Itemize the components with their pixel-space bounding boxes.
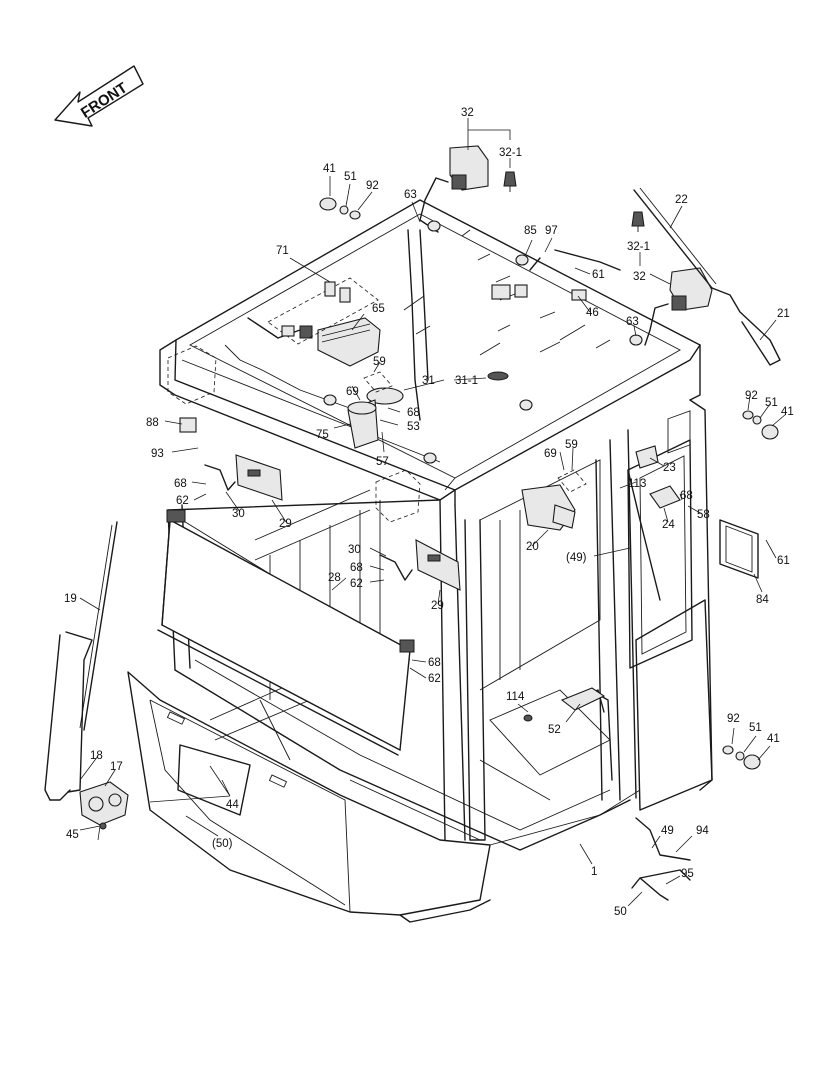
callout-59: 59 (565, 439, 578, 451)
work-lamps (419, 145, 713, 346)
callout-51: 51 (749, 722, 762, 734)
callout-68: 68 (174, 478, 187, 490)
callout-41: 41 (767, 733, 780, 745)
callout-85: 85 (524, 225, 537, 237)
callout-23: 23 (663, 462, 676, 474)
callout-29: 29 (279, 518, 292, 530)
callout-49: (49) (566, 552, 587, 564)
callout-75: 75 (316, 429, 329, 441)
callout-59: 59 (373, 356, 386, 368)
callout-28: 28 (328, 572, 341, 584)
callout-71: 71 (276, 245, 289, 257)
callout-45: 45 (66, 829, 79, 841)
callout-32-1: 32-1 (499, 147, 522, 159)
callout-88: 88 (146, 417, 159, 429)
callout-68: 68 (350, 562, 363, 574)
callout-51: 51 (765, 397, 778, 409)
callout-22: 22 (675, 194, 688, 206)
callout-68: 68 (428, 657, 441, 669)
callout-29: 29 (431, 600, 444, 612)
callout-30: 30 (232, 508, 245, 520)
leader-lines (79, 118, 787, 907)
callout-49: 49 (661, 825, 674, 837)
callout-41: 41 (323, 163, 336, 175)
callout-61: 61 (777, 555, 790, 567)
callout-69: 69 (544, 448, 557, 460)
mirrors (204, 454, 461, 591)
callout-92: 92 (745, 390, 758, 402)
callout-94: 94 (696, 825, 709, 837)
callout-50: (50) (212, 838, 233, 850)
callout-17: 17 (110, 761, 123, 773)
front-arrow: FRONT (54, 65, 144, 127)
fasteners (319, 197, 779, 770)
callout-1: 1 (591, 866, 597, 878)
callout-18: 18 (90, 750, 103, 762)
callout-52: 52 (548, 724, 561, 736)
callout-24: 24 (662, 519, 675, 531)
callout-62: 62 (350, 578, 363, 590)
callout-32: 32 (633, 271, 646, 283)
callout-46: 46 (586, 307, 599, 319)
callout-44: 44 (226, 799, 239, 811)
callout-114: 114 (506, 691, 525, 703)
callout-41: 41 (781, 406, 794, 418)
roof-components (167, 220, 759, 722)
callout-21: 21 (777, 308, 790, 320)
callout-50: 50 (614, 906, 627, 918)
callout-labels: 32 32-1 41 51 92 63 22 71 85 97 32-1 61 … (64, 107, 794, 918)
callout-31-1: 31-1 (455, 375, 478, 387)
callout-92: 92 (366, 180, 379, 192)
callout-32: 32 (461, 107, 474, 119)
callout-69: 69 (346, 386, 359, 398)
sunshade (157, 509, 415, 756)
rear-wiper (633, 187, 781, 366)
callout-62: 62 (428, 673, 441, 685)
callout-113: 113 (628, 478, 646, 490)
callout-58: 58 (697, 509, 710, 521)
callout-19: 19 (64, 593, 77, 605)
callout-51: 51 (344, 171, 357, 183)
callout-92: 92 (727, 713, 740, 725)
callout-68: 68 (680, 490, 693, 502)
callout-57: 57 (376, 456, 389, 468)
callout-93: 93 (151, 448, 164, 460)
callout-65: 65 (372, 303, 385, 315)
callout-84: 84 (756, 594, 769, 606)
cab-frame (127, 199, 713, 923)
callout-31: 31 (422, 375, 435, 387)
callout-63: 63 (404, 189, 417, 201)
front-wiper (44, 521, 129, 830)
callout-62: 62 (176, 495, 189, 507)
callout-20: 20 (526, 541, 539, 553)
callout-63: 63 (626, 316, 639, 328)
callout-53: 53 (407, 421, 420, 433)
callout-30: 30 (348, 544, 361, 556)
callout-97: 97 (545, 225, 558, 237)
callout-95: 95 (681, 868, 694, 880)
callout-61: 61 (592, 269, 605, 281)
callout-68: 68 (407, 407, 420, 419)
callout-32-1: 32-1 (627, 241, 650, 253)
